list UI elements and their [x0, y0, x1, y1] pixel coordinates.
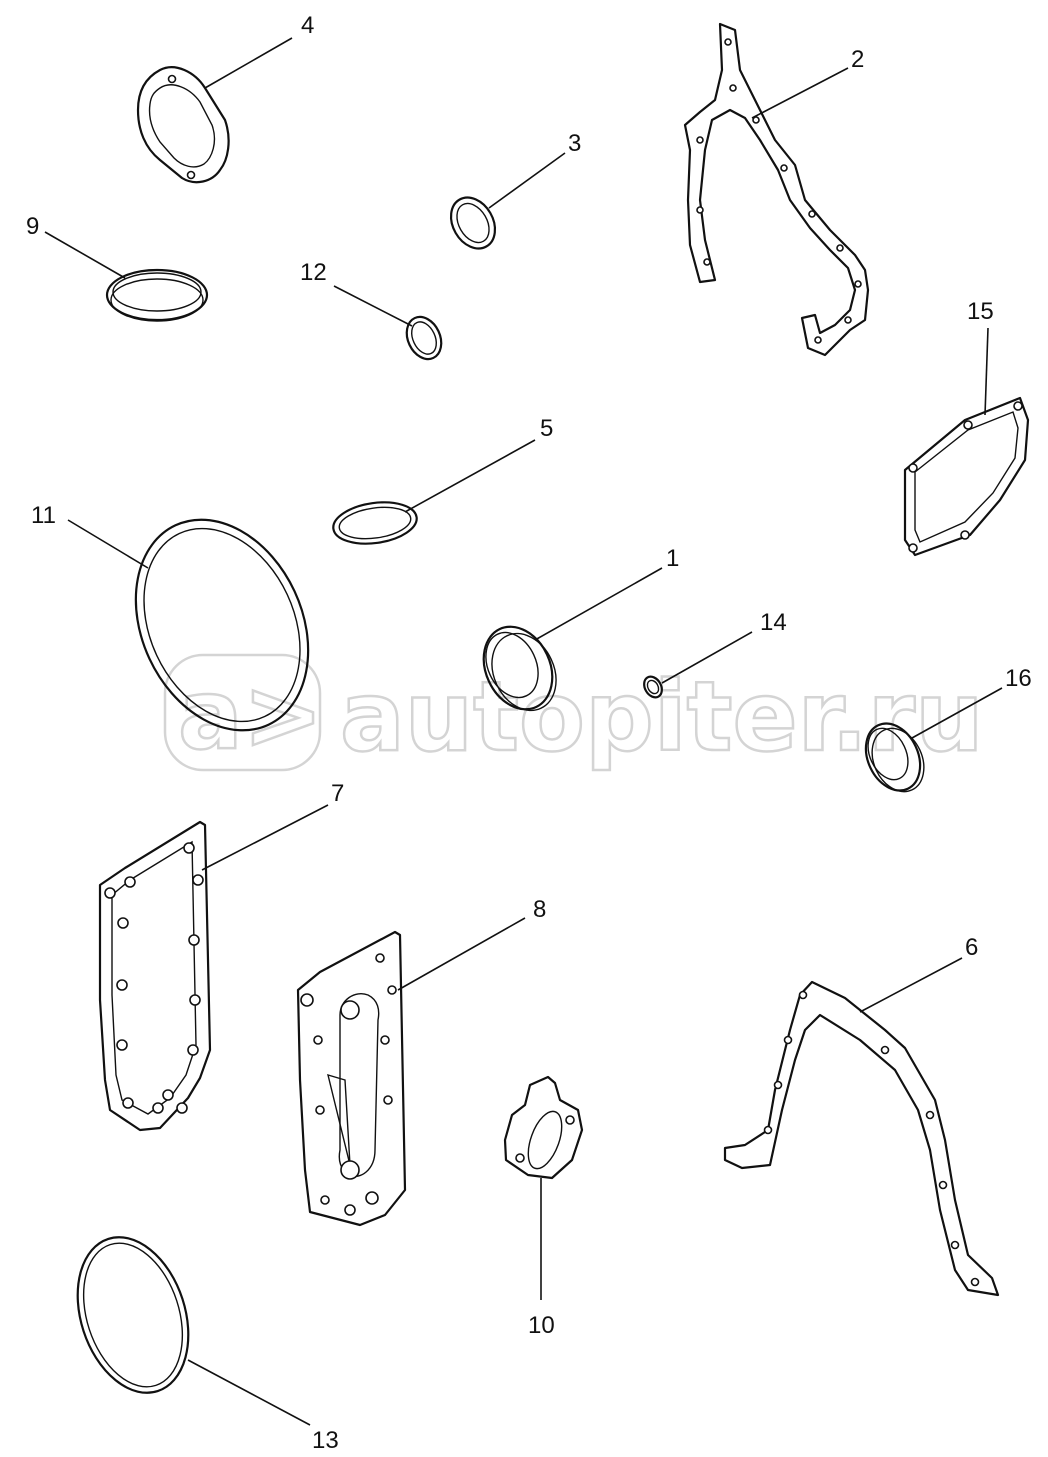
callout-4: 4: [301, 12, 314, 39]
leader-line-8: [397, 917, 526, 991]
callout-11: 11: [31, 502, 56, 529]
callout-1: 1: [666, 545, 679, 572]
watermark-logo-mark: a>: [178, 659, 323, 771]
leader-line-12: [333, 285, 413, 327]
watermark-text: autopiter.ru: [340, 661, 983, 773]
part-14-small-o-ring: [643, 675, 663, 699]
leader-line-1: [534, 567, 663, 641]
callout-labels: 4 2 3 9 12 15 5 11 1 14 16 7 8 6 10 13: [26, 12, 1032, 1454]
part-15-cover-gasket: [903, 396, 1030, 557]
watermark: a> autopiter.ru: [163, 653, 985, 774]
part-7-gasket: [98, 820, 212, 1132]
callout-6: 6: [965, 934, 978, 961]
callout-15: 15: [967, 298, 994, 325]
callout-16: 16: [1005, 665, 1032, 692]
leader-line-5: [404, 439, 536, 513]
callout-5: 5: [540, 415, 553, 442]
callout-9: 9: [26, 213, 39, 240]
leader-line-4: [204, 37, 293, 89]
callout-14: 14: [760, 609, 787, 636]
callout-8: 8: [533, 896, 546, 923]
callout-12: 12: [300, 259, 327, 286]
leader-line-11: [67, 519, 149, 569]
callout-10: 10: [528, 1312, 555, 1339]
part-16-seal: [864, 722, 925, 793]
part-2-front-cover-gasket: [683, 22, 870, 357]
leader-line-2: [751, 67, 849, 119]
part-8-gasket: [296, 930, 407, 1227]
leader-line-13: [187, 1359, 311, 1426]
leader-line-3: [488, 152, 566, 209]
part-9-seal-ring: [105, 268, 209, 322]
leader-line-16: [911, 687, 1003, 739]
watermark-logo-frame: [163, 653, 322, 772]
leader-line-9: [44, 231, 126, 279]
part-12-o-ring: [405, 315, 443, 361]
leader-lines: [44, 37, 1003, 1426]
leader-line-15: [984, 327, 989, 416]
callout-3: 3: [568, 130, 581, 157]
part-4-flange-gasket: [136, 66, 230, 184]
leader-line-6: [859, 957, 963, 1013]
part-10-small-gasket: [503, 1075, 584, 1180]
part-6-timing-gasket: [723, 980, 1000, 1297]
part-3-seal: [449, 196, 497, 250]
callout-2: 2: [851, 46, 864, 73]
part-1-lip-seal: [482, 625, 557, 712]
part-13-ring: [76, 1236, 190, 1394]
callout-7: 7: [331, 780, 344, 807]
callout-13: 13: [312, 1427, 339, 1454]
part-11-large-ring: [134, 518, 310, 732]
leader-line-14: [661, 631, 753, 684]
leader-line-7: [201, 804, 329, 871]
part-5-ring: [332, 501, 418, 545]
